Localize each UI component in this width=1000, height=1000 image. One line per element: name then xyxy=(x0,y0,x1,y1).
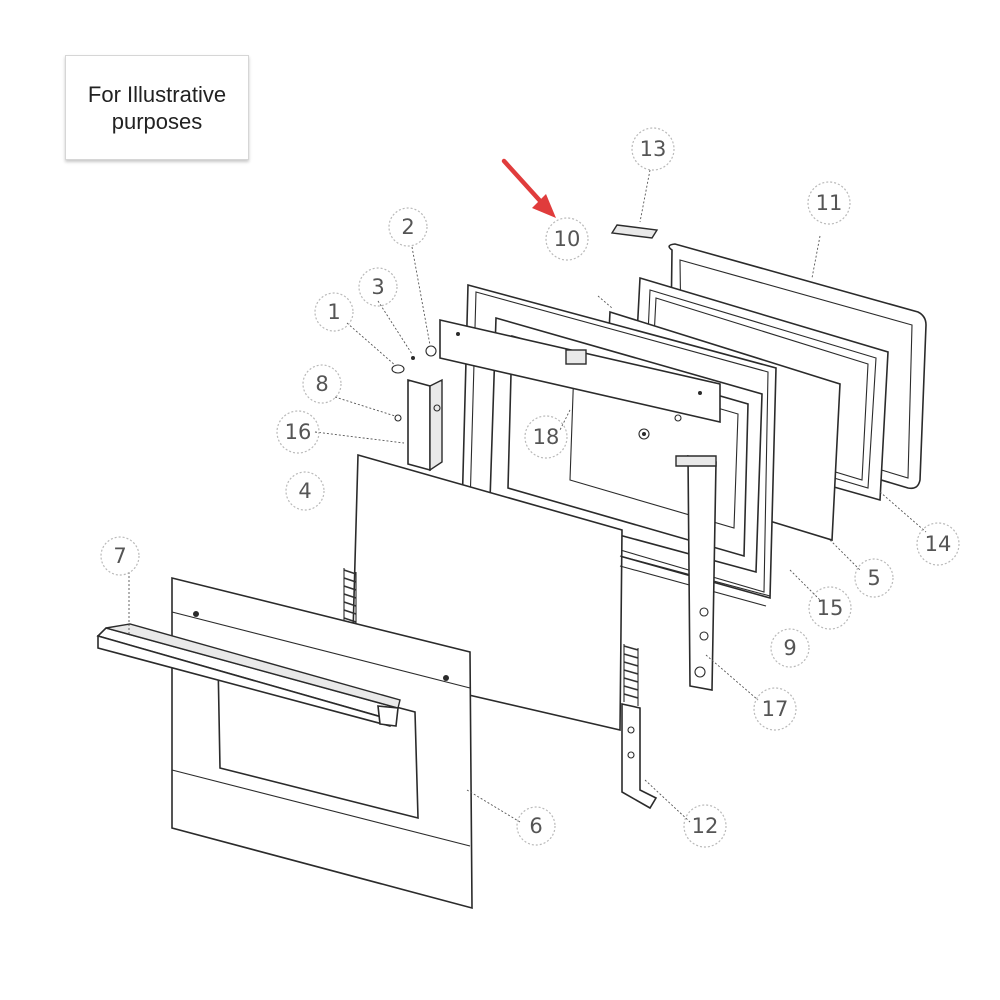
part-17-right-hinge-bracket xyxy=(675,455,717,691)
part-7-door-handle xyxy=(96,623,401,727)
callout-13: 13 xyxy=(631,127,675,171)
svg-text:18: 18 xyxy=(533,425,560,449)
note-line-1: For Illustrative xyxy=(87,81,227,107)
svg-text:6: 6 xyxy=(529,814,542,838)
svg-text:11: 11 xyxy=(816,191,843,215)
callout-3: 3 xyxy=(358,267,398,307)
callout-6: 6 xyxy=(516,806,556,846)
svg-text:16: 16 xyxy=(285,420,312,444)
svg-text:13: 13 xyxy=(640,137,667,161)
illustrative-note-card: For Illustrative purposes xyxy=(65,55,249,160)
callout-2: 2 xyxy=(388,207,428,247)
callout-17: 17 xyxy=(753,687,797,731)
callout-1: 1 xyxy=(314,292,354,332)
left-hinge-spring xyxy=(343,568,357,626)
svg-text:12: 12 xyxy=(692,814,719,838)
svg-text:15: 15 xyxy=(817,596,844,620)
fasteners-2-3 xyxy=(411,345,437,360)
illustrative-note-text: For Illustrative purposes xyxy=(80,81,234,135)
svg-text:9: 9 xyxy=(783,636,796,660)
callout-15: 15 xyxy=(808,586,852,630)
callout-7: 7 xyxy=(100,536,140,576)
svg-text:1: 1 xyxy=(327,300,340,324)
part-8-screw xyxy=(394,414,402,422)
part-1-washer xyxy=(391,364,405,374)
svg-text:17: 17 xyxy=(762,697,789,721)
svg-text:4: 4 xyxy=(298,479,311,503)
callout-8: 8 xyxy=(302,364,342,404)
callout-18: 18 xyxy=(524,415,568,459)
callout-10: 10 xyxy=(545,217,589,261)
svg-text:5: 5 xyxy=(867,566,880,590)
callout-9: 9 xyxy=(770,628,810,668)
svg-text:3: 3 xyxy=(371,275,384,299)
part-16-left-hinge-bracket xyxy=(407,378,443,472)
highlight-arrow xyxy=(501,158,556,218)
part-10-top-bar xyxy=(439,318,721,424)
callout-12: 12 xyxy=(683,804,727,848)
svg-text:10: 10 xyxy=(554,227,581,251)
svg-text:7: 7 xyxy=(113,544,126,568)
part-13-top-clip xyxy=(610,224,659,239)
part-12-hinge-assembly xyxy=(621,644,658,810)
leader-lines xyxy=(128,169,927,823)
callout-11: 11 xyxy=(807,181,851,225)
callout-4: 4 xyxy=(285,471,325,511)
note-line-2: purposes xyxy=(111,108,203,134)
callout-14: 14 xyxy=(916,522,960,566)
svg-text:8: 8 xyxy=(315,372,328,396)
callout-5: 5 xyxy=(854,558,894,598)
callout-16: 16 xyxy=(276,410,320,454)
svg-text:2: 2 xyxy=(401,215,414,239)
svg-text:14: 14 xyxy=(925,532,952,556)
